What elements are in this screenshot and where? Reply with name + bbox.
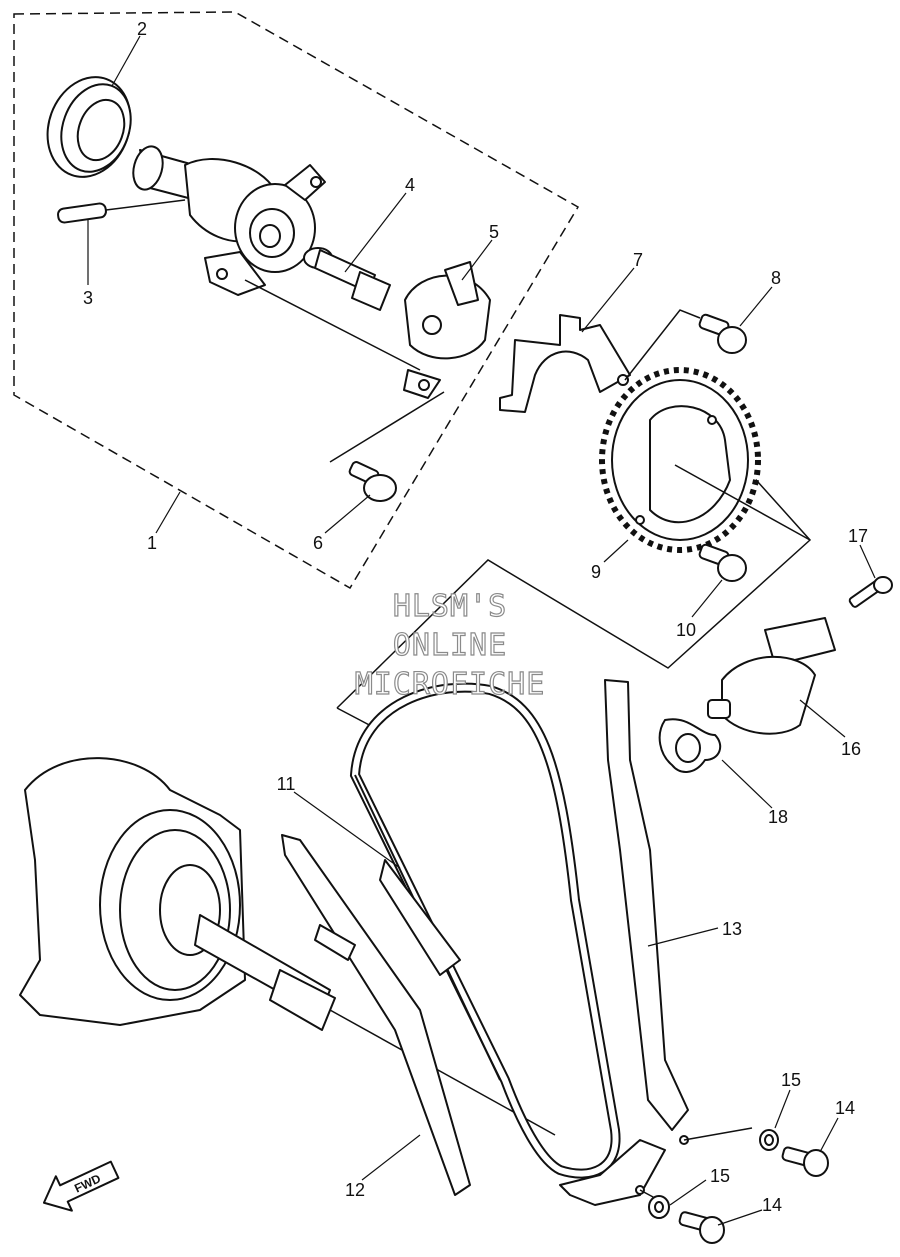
- callout-14-lower: 14: [762, 1195, 782, 1215]
- callout-18: 18: [768, 807, 788, 827]
- callout-2: 2: [137, 19, 147, 39]
- callout-11: 11: [277, 774, 296, 794]
- decompression-shaft-part-4: [303, 247, 391, 311]
- chain-tensioner-part-16: [707, 617, 836, 735]
- callout-17: 17: [848, 526, 868, 546]
- callout-5: 5: [489, 222, 499, 242]
- bearing-part-2: [46, 76, 132, 178]
- callout-14-upper: 14: [835, 1098, 855, 1118]
- callout-8: 8: [771, 268, 781, 288]
- bolt-part-17: [848, 576, 893, 608]
- watermark-line-1: HLSM'S: [393, 589, 507, 624]
- bolt-part-8: [624, 309, 747, 381]
- cam-sprocket-part-9: [599, 367, 811, 553]
- chain-guide-part-13: [559, 679, 753, 1206]
- gasket-part-18: [658, 718, 722, 773]
- callout-1: 1: [147, 533, 157, 553]
- bolt-part-6: [348, 461, 397, 502]
- camshaft-assembly-boundary: [13, 11, 580, 590]
- callout-15-upper: 15: [781, 1070, 801, 1090]
- callout-16: 16: [841, 739, 861, 759]
- timing-chain-part-11: [349, 682, 621, 1179]
- washer-part-15-lower: [648, 1195, 670, 1219]
- camshaft-part-1: [132, 145, 421, 371]
- callout-9: 9: [591, 562, 601, 582]
- callout-15-lower: 15: [710, 1166, 730, 1186]
- bolt-part-14-lower: [678, 1211, 725, 1244]
- watermark: HLSM'S ONLINE MICROFICHE: [354, 588, 546, 702]
- cam-bracket-part-7: [499, 314, 631, 413]
- washer-part-15-upper: [759, 1129, 779, 1151]
- watermark-line-2: ONLINE: [393, 628, 507, 663]
- fwd-arrow-icon: FWD: [42, 1160, 120, 1212]
- watermark-line-3: MICROFICHE: [355, 667, 546, 702]
- callout-3: 3: [83, 288, 93, 308]
- callout-10: 10: [676, 620, 696, 640]
- dowel-pin-part-3: [57, 199, 186, 224]
- sprocket-group-outline: [336, 394, 812, 709]
- callout-7: 7: [633, 250, 643, 270]
- decompression-plate-part-5: [329, 261, 491, 463]
- callout-13: 13: [722, 919, 742, 939]
- chain-guide-part-12: [281, 834, 471, 1196]
- crankshaft: [19, 757, 556, 1136]
- bolt-part-10: [698, 543, 747, 582]
- bolt-part-14-upper: [781, 1146, 829, 1177]
- callout-12: 12: [345, 1180, 365, 1200]
- callout-4: 4: [405, 175, 415, 195]
- leader-lines: [87, 35, 876, 1226]
- callout-6: 6: [313, 533, 323, 553]
